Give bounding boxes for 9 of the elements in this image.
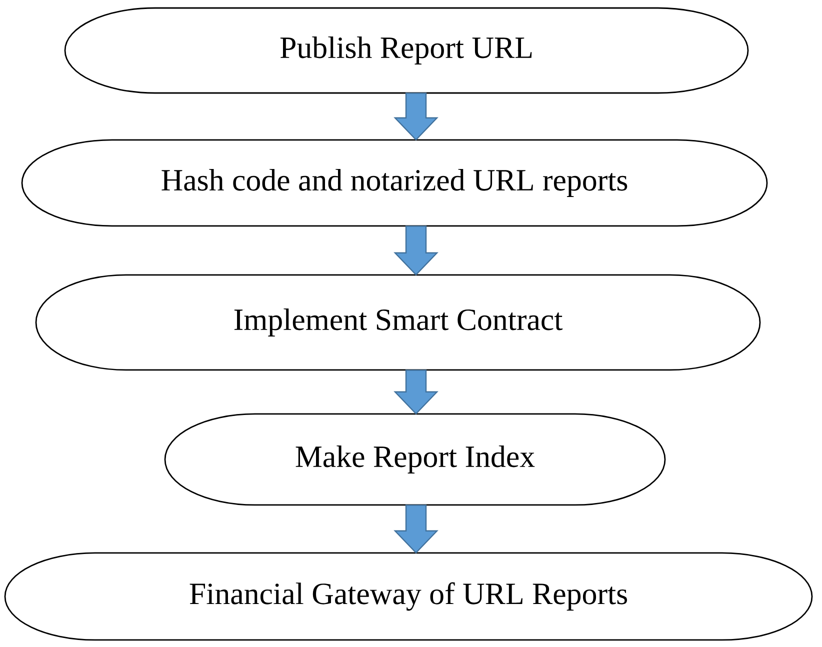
block-arrow	[394, 226, 438, 276]
process-terminal: Implement Smart Contract	[35, 274, 761, 371]
process-terminal: Financial Gateway of URL Reports	[4, 552, 813, 641]
process-terminal: Publish Report URL	[64, 7, 749, 94]
block-arrow	[394, 92, 438, 141]
block-arrow	[394, 504, 438, 554]
process-terminal: Make Report Index	[164, 413, 666, 506]
process-terminal: Hash code and notarized URL reports	[21, 139, 768, 227]
block-arrow	[394, 370, 438, 415]
